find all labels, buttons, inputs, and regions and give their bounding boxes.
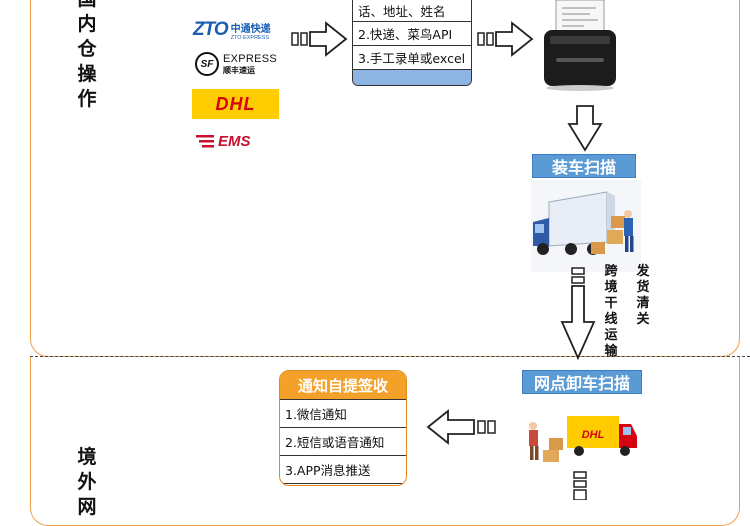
order-entry-row: 话、地址、姓名 xyxy=(353,0,471,22)
order-entry-row: 3.手工录单或excel xyxy=(353,46,471,70)
order-entry-box: 话、地址、姓名 2.快递、菜鸟API 3.手工录单或excel xyxy=(352,0,472,86)
notify-item: 2.短信或语音通知 xyxy=(280,428,406,456)
notify-pickup-title: 通知自提签收 xyxy=(280,371,406,400)
arrow-down-icon xyxy=(573,471,587,500)
loading-scan-title: 装车扫描 xyxy=(532,154,636,178)
dhl-logo-mark: DHL xyxy=(215,93,256,114)
arrow-down-icon xyxy=(567,105,603,152)
zto-logo: ZTO 中通快递 ZTO EXPRESS xyxy=(193,16,283,44)
sf-logo-cn: 顺丰速运 xyxy=(223,65,255,75)
order-entry-row: 2.快递、菜鸟API xyxy=(353,22,471,46)
order-entry-row-empty xyxy=(353,70,471,85)
unloading-truck-illustration: DHL xyxy=(521,398,643,470)
sf-express-logo: SF EXPRESS 顺丰速运 xyxy=(195,50,285,78)
zto-logo-cn: 中通快递 xyxy=(230,23,271,35)
arrow-right-icon xyxy=(477,21,534,57)
sf-logo-en: EXPRESS xyxy=(223,52,278,65)
domestic-section-label: 国内仓操作 xyxy=(77,0,97,110)
overseas-section-label: 境外网 xyxy=(77,446,97,518)
unloading-scan-title: 网点卸车扫描 xyxy=(522,370,642,394)
sf-logo-mark: SF xyxy=(195,52,219,76)
label-printer-icon xyxy=(544,0,616,91)
svg-text:DHL: DHL xyxy=(582,429,605,441)
arrow-right-icon xyxy=(291,21,348,57)
notify-item: 1.微信通知 xyxy=(280,400,406,428)
ship-customs-clearance-label: 发货清关 xyxy=(636,264,650,327)
cross-border-transport-label: 跨境干线运输 xyxy=(604,264,618,359)
notify-pickup-box: 通知自提签收 1.微信通知 2.短信或语音通知 3.APP消息推送 xyxy=(279,370,407,486)
ems-wing-icon xyxy=(196,135,214,148)
zto-logo-en: ZTO EXPRESS xyxy=(230,34,270,41)
arrow-down-icon xyxy=(560,267,596,361)
dhl-logo: DHL xyxy=(192,89,279,119)
ems-logo: EMS xyxy=(196,131,266,151)
notify-item: 3.APP消息推送 xyxy=(280,456,406,484)
section-divider xyxy=(30,356,750,357)
ems-logo-mark: EMS xyxy=(218,132,251,150)
arrow-left-icon xyxy=(426,409,496,445)
loading-truck-illustration xyxy=(531,180,641,272)
zto-logo-mark: ZTO xyxy=(193,19,229,40)
